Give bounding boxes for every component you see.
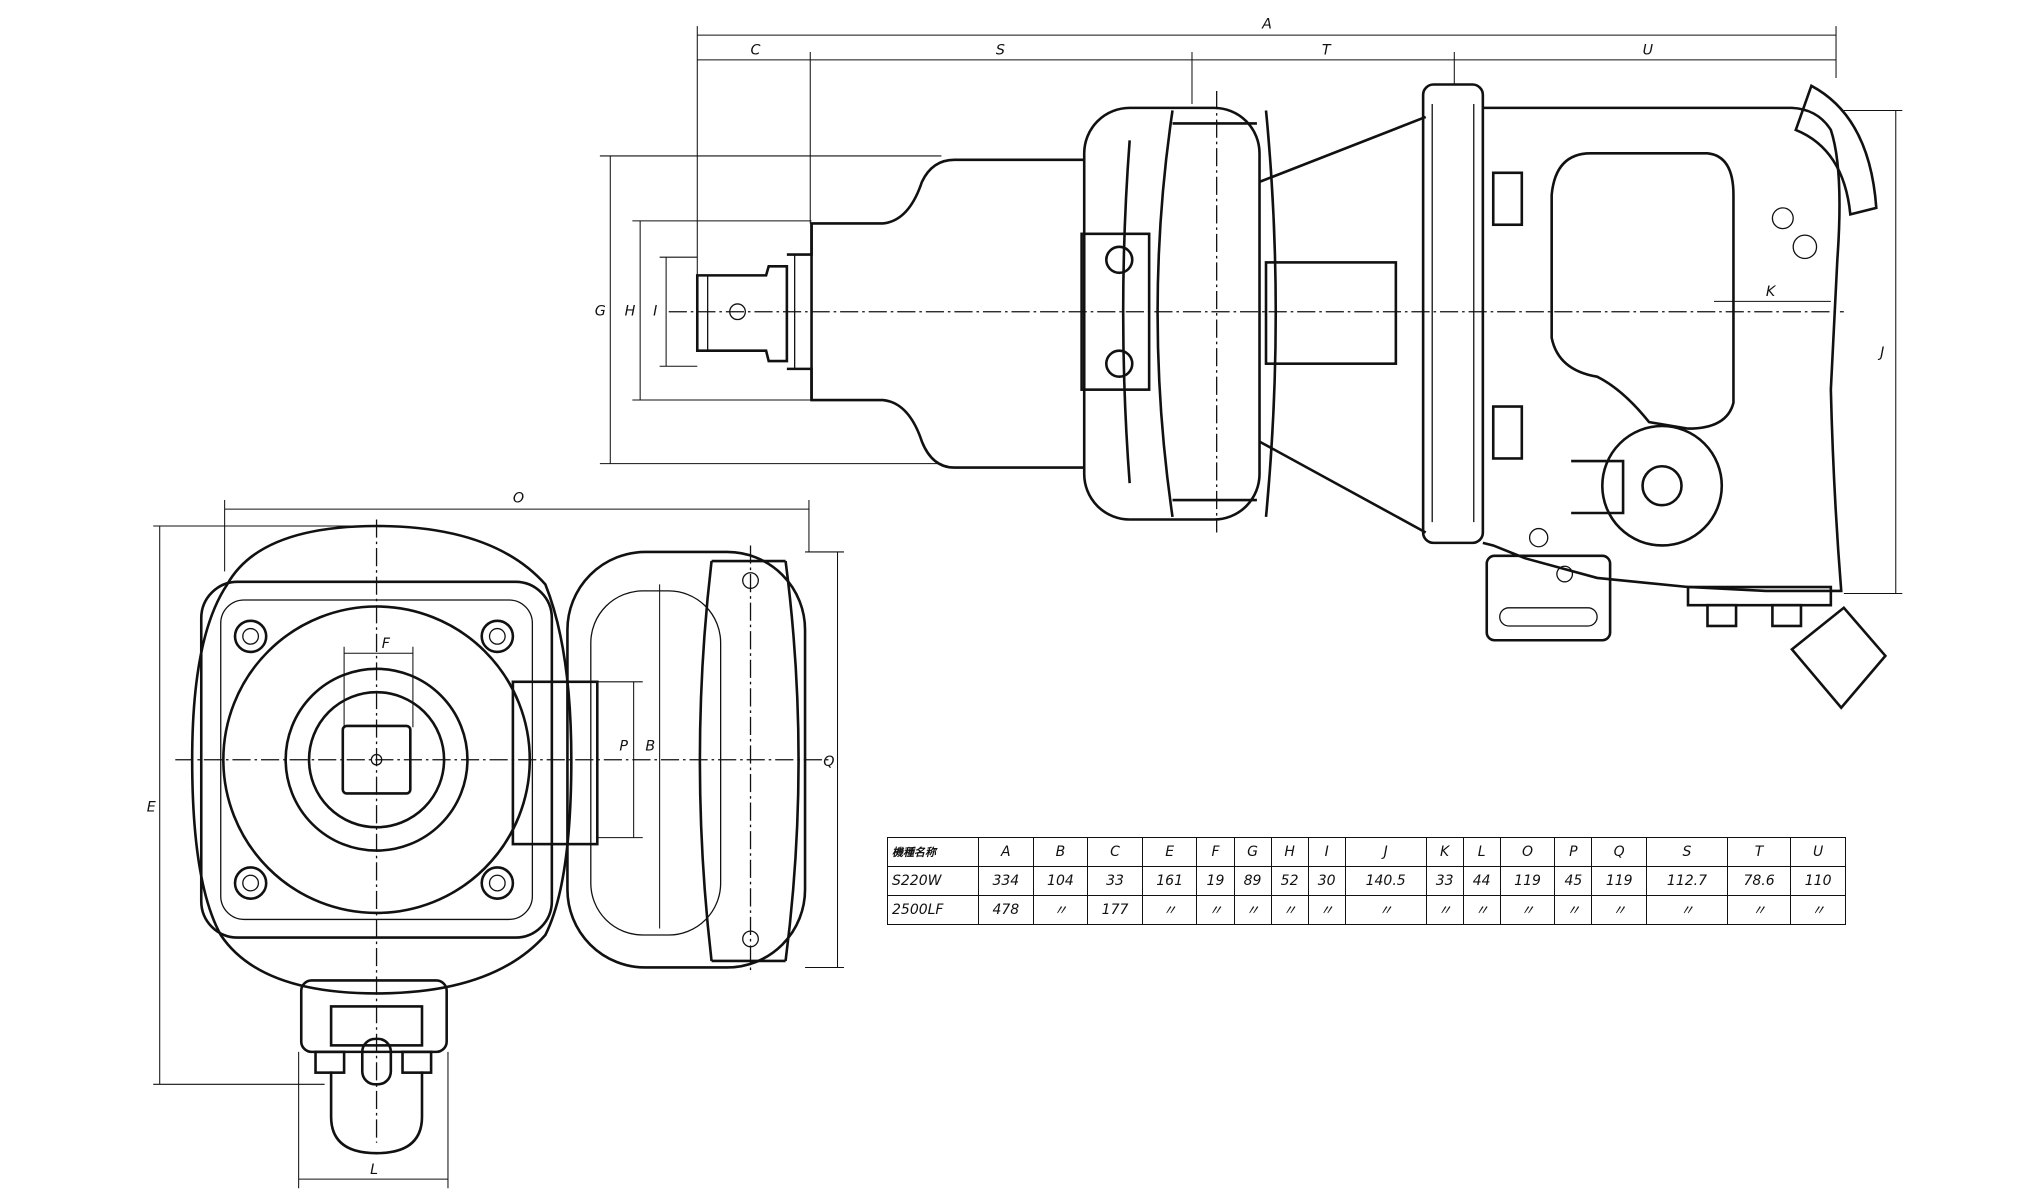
value-cell: 〃 (1141, 895, 1198, 925)
value-cell: 〃 (1462, 895, 1501, 925)
column-header: P (1554, 837, 1593, 867)
value-cell: 119 (1499, 866, 1556, 896)
front-view: O F P B Q E L (147, 491, 845, 1189)
value-cell: 〃 (1425, 895, 1464, 925)
value-cell: 119 (1591, 866, 1647, 896)
value-cell: 〃 (1591, 895, 1647, 925)
value-cell: 52 (1270, 866, 1309, 896)
column-header: H (1270, 837, 1309, 867)
dim-label-t: T (1322, 43, 1332, 59)
column-header: F (1196, 837, 1235, 867)
model-cell: S220W (887, 866, 979, 896)
dim-label-j: J (1877, 345, 1884, 361)
value-cell: 19 (1196, 866, 1235, 896)
side-view: A C S T U G H I J K (595, 17, 1903, 710)
column-header: L (1462, 837, 1501, 867)
column-header: O (1499, 837, 1556, 867)
value-cell: 177 (1087, 895, 1143, 925)
column-header: I (1307, 837, 1346, 867)
dim-label-h: H (625, 304, 636, 320)
column-header: E (1141, 837, 1198, 867)
value-cell: 〃 (1726, 895, 1792, 925)
value-cell: 〃 (1790, 895, 1846, 925)
column-header: C (1087, 837, 1143, 867)
value-cell: 161 (1141, 866, 1198, 896)
column-header: T (1726, 837, 1792, 867)
dim-label-o-top: O (513, 491, 524, 507)
dim-label-k: K (1766, 284, 1777, 300)
value-cell: 78.6 (1726, 866, 1792, 896)
column-header: G (1233, 837, 1272, 867)
dim-label-p: P (619, 739, 628, 755)
value-cell: 110 (1790, 866, 1846, 896)
value-cell: 33 (1425, 866, 1464, 896)
dim-label-e: E (147, 800, 156, 816)
dim-label-f: F (382, 636, 391, 652)
dim-label-a: A (1261, 17, 1272, 33)
value-cell: 〃 (1032, 895, 1089, 925)
value-cell: 334 (978, 866, 1034, 896)
dim-label-s: S (996, 43, 1005, 59)
value-cell: 〃 (1307, 895, 1346, 925)
dim-label-i: I (653, 304, 657, 320)
value-cell: 〃 (1196, 895, 1235, 925)
column-header: J (1344, 837, 1427, 867)
value-cell: 33 (1087, 866, 1143, 896)
column-header: K (1425, 837, 1464, 867)
dim-label-c: C (751, 43, 761, 59)
value-cell: 45 (1554, 866, 1593, 896)
dim-label-q: Q (823, 754, 834, 770)
value-cell: 〃 (1646, 895, 1728, 925)
value-cell: 〃 (1233, 895, 1272, 925)
column-header: Q (1591, 837, 1647, 867)
dim-label-l: L (370, 1162, 378, 1178)
value-cell: 89 (1233, 866, 1272, 896)
dim-label-u: U (1643, 43, 1654, 59)
model-cell: 2500LF (887, 895, 979, 925)
value-cell: 478 (978, 895, 1034, 925)
column-header: B (1032, 837, 1089, 867)
column-header: S (1646, 837, 1728, 867)
value-cell: 104 (1032, 866, 1089, 896)
value-cell: 30 (1307, 866, 1346, 896)
value-cell: 〃 (1554, 895, 1593, 925)
value-cell: 〃 (1270, 895, 1309, 925)
dim-label-b: B (645, 739, 655, 755)
value-cell: 〃 (1344, 895, 1427, 925)
header-model-name: 機種名称 (887, 837, 979, 867)
value-cell: 140.5 (1344, 866, 1427, 896)
column-header: A (978, 837, 1034, 867)
value-cell: 〃 (1499, 895, 1556, 925)
value-cell: 112.7 (1646, 866, 1728, 896)
dim-label-g: G (595, 304, 606, 320)
value-cell: 44 (1462, 866, 1501, 896)
column-header: U (1790, 837, 1846, 867)
